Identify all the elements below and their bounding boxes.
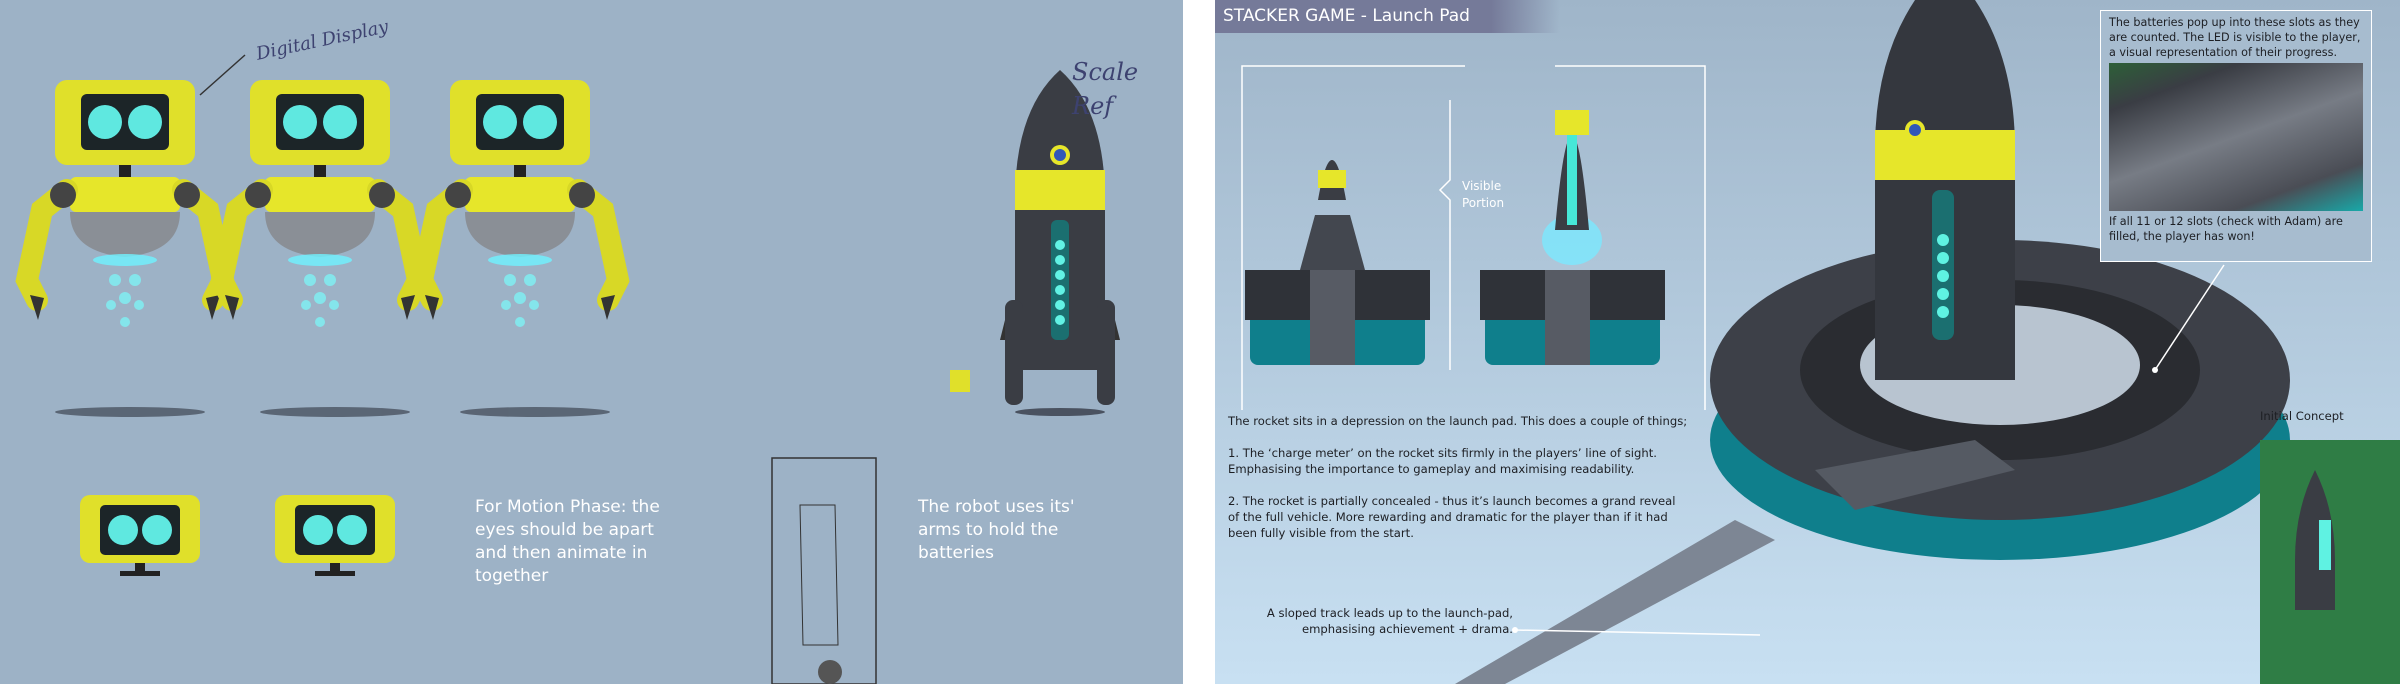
- visible-portion-label: Visible Portion: [1462, 179, 1505, 210]
- launch-pad-artwork: [1241, 0, 2400, 684]
- depression-intro: The rocket sits in a depression on the l…: [1228, 414, 1688, 428]
- robot-artwork: [0, 54, 1120, 684]
- motion-phase-note: For Motion Phase: the eyes should be apa…: [475, 497, 660, 586]
- battery-slots-render: [2109, 63, 2363, 211]
- launch-pad-board: STACKER GAME - Launch Pad: [1215, 0, 2400, 684]
- depression-note: The rocket sits in a depression on the l…: [1228, 413, 1688, 541]
- initial-concept-label: Initial Concept: [2260, 409, 2344, 423]
- depression-point-1: 1. The ‘charge meter’ on the rocket sits…: [1228, 446, 1657, 476]
- robot-concept-board: Digital Display Scale Ref For Motion Pha…: [0, 0, 1183, 684]
- arms-note: The robot uses its' arms to hold the bat…: [918, 497, 1075, 563]
- track-note: A sloped track leads up to the launch-pa…: [1266, 606, 1513, 636]
- board-title: STACKER GAME - Launch Pad: [1215, 0, 1560, 33]
- scale-ref-annotation: Scale Ref: [1072, 58, 1139, 120]
- win-note: If all 11 or 12 slots (check with Adam) …: [2109, 215, 2343, 243]
- battery-note: The batteries pop up into these slots as…: [2109, 16, 2361, 59]
- depression-point-2: 2. The rocket is partially concealed - t…: [1228, 494, 1676, 540]
- battery-slots-inset: The batteries pop up into these slots as…: [2100, 10, 2372, 262]
